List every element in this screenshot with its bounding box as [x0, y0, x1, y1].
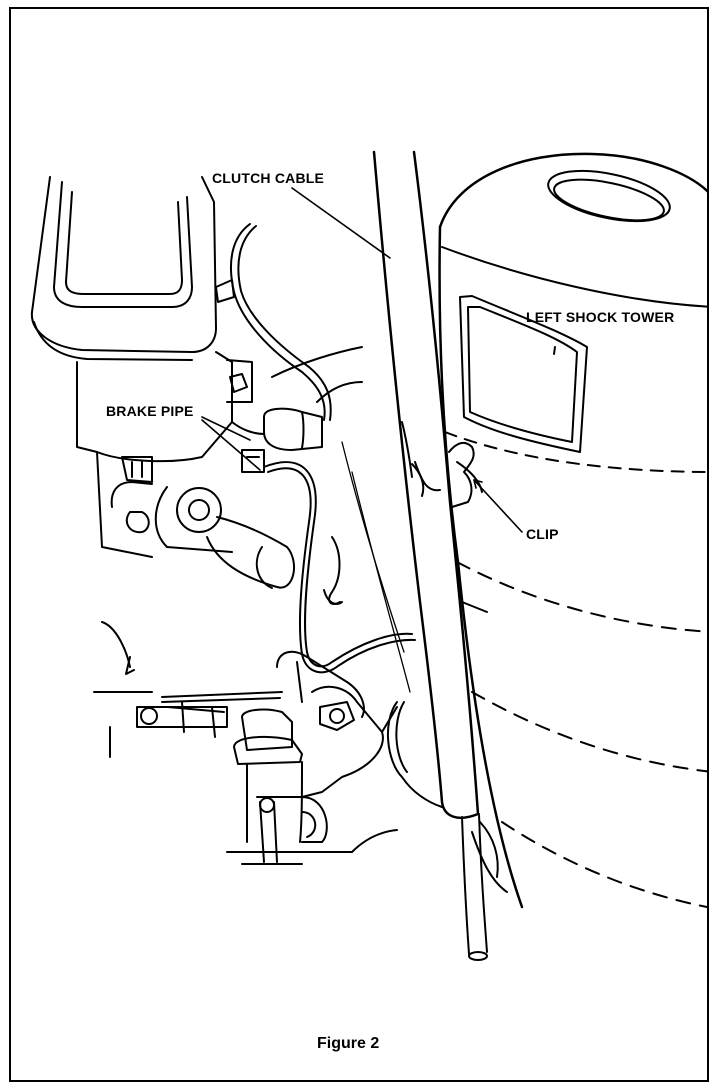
- pedal-linkage-illustration: [93, 621, 443, 865]
- routing-wire-illustration: [215, 223, 332, 421]
- brake-pipe-leader-lower: [201, 419, 261, 471]
- figure-frame: CLUTCH CABLE LEFT SHOCK TOWER BRAKE PIPE…: [9, 7, 709, 1082]
- clip-leader: [473, 479, 523, 533]
- clutch-cable-label: CLUTCH CABLE: [212, 170, 325, 186]
- figure-caption: Figure 2: [317, 1035, 380, 1052]
- brake-pipe-leader-upper: [201, 416, 251, 441]
- clip-illustration: [411, 441, 508, 893]
- background-lines: [271, 346, 413, 693]
- master-cylinder-illustration: [30, 176, 323, 589]
- clip-label: CLIP: [526, 526, 559, 542]
- brake-pipe-label: BRAKE PIPE: [106, 403, 194, 419]
- shock-tower-illustration: [438, 152, 707, 909]
- clutch-cable-leader: [291, 187, 391, 259]
- brake-pipe-illustration: [263, 461, 416, 674]
- left-shock-tower-label: LEFT SHOCK TOWER: [526, 309, 675, 325]
- clutch-cable-illustration: [372, 150, 488, 961]
- clutch-cable-diagram: [30, 150, 707, 961]
- leader-lines: [201, 187, 523, 533]
